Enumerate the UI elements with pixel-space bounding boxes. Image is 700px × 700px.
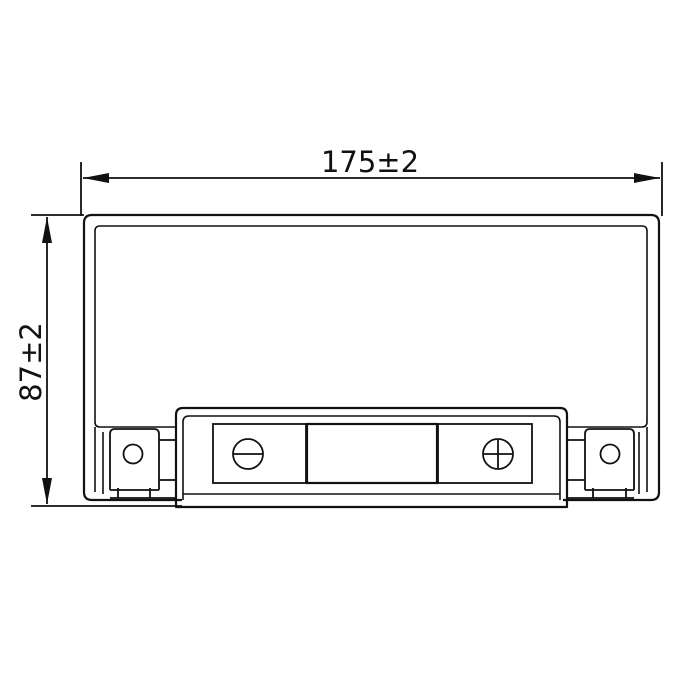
- plus-in-circle-icon: [482, 438, 514, 470]
- left-tab-hole-icon: [122, 443, 144, 465]
- lid-block-inner: [182, 415, 561, 500]
- width-dimension-label: 175±2: [321, 145, 419, 179]
- center-vent-panel: [305, 422, 439, 485]
- height-arrow-top: [42, 217, 52, 243]
- center-lid-block: [174, 406, 569, 509]
- case-inner-outline: [94, 225, 648, 428]
- right-tab-hole-icon: [599, 443, 621, 465]
- width-dimension: [80, 162, 663, 216]
- right-mounting-tab: [568, 428, 635, 499]
- width-arrow-right: [634, 173, 660, 183]
- width-arrow-left: [83, 173, 109, 183]
- height-dimension: [31, 214, 182, 507]
- height-dimension-label: 87±2: [14, 322, 48, 402]
- lid-block-outer: [174, 406, 569, 509]
- terminal-recesses: [212, 422, 533, 485]
- case-outer-outline: [82, 213, 661, 502]
- battery-case: [82, 213, 661, 502]
- minus-in-circle-icon: [232, 438, 264, 470]
- height-arrow-bottom: [42, 478, 52, 504]
- left-mounting-tab: [109, 428, 175, 499]
